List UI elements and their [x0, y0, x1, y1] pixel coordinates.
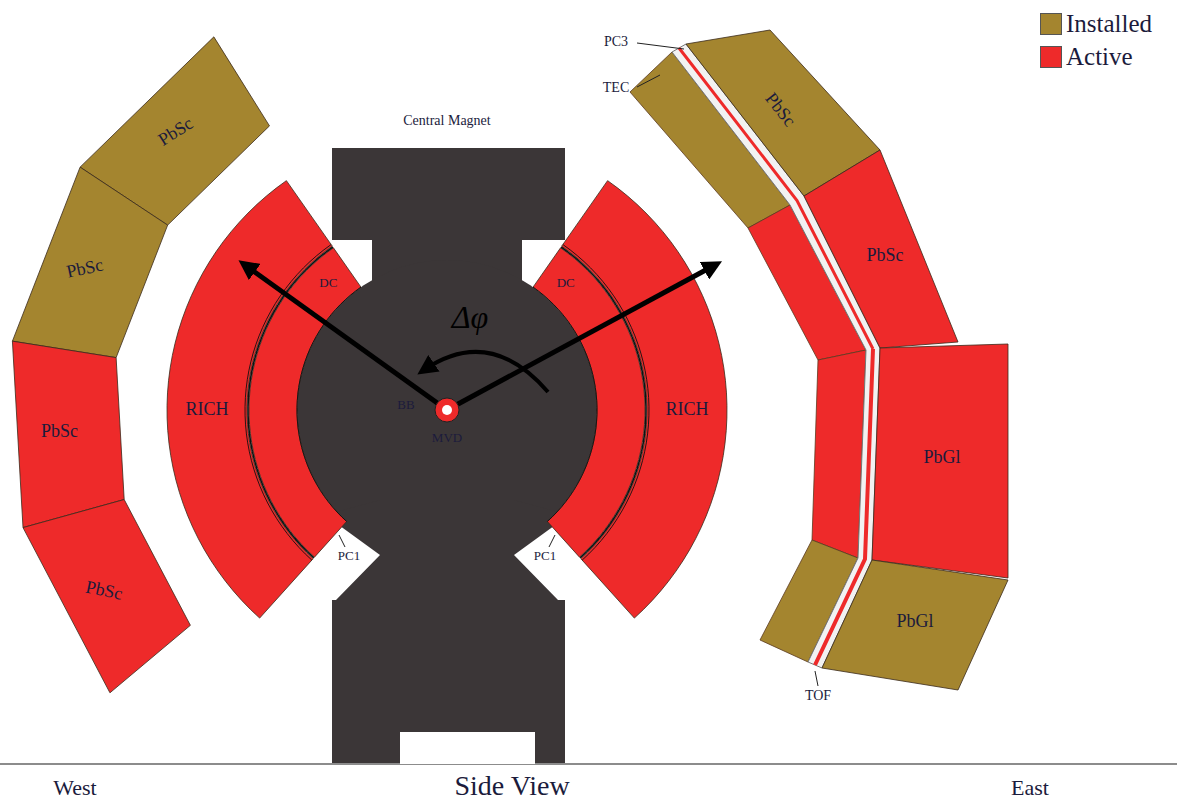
chamber-arc [563, 245, 649, 561]
legend-swatch [1040, 13, 1062, 35]
angle-label: Δφ [452, 300, 488, 335]
leader-line [637, 43, 684, 49]
part-label: BB [397, 398, 414, 412]
detector-label: PbSc [41, 422, 78, 442]
part-label: PC3 [604, 34, 628, 49]
leader-line [815, 671, 818, 686]
pc1-arc [248, 247, 333, 558]
tec-segment [812, 350, 866, 558]
chamber-arc [533, 287, 597, 521]
part-label: PC1 [534, 549, 556, 563]
central-magnet: Central Magnet [297, 148, 598, 764]
view-title: Side View [454, 771, 569, 802]
delta-phi-arrow [424, 352, 548, 392]
detector-label: PbGl [896, 612, 933, 632]
track-arrow [447, 265, 715, 410]
ground-line [0, 763, 1177, 765]
side-label: West [53, 776, 96, 800]
track-arrow [245, 265, 447, 410]
part-label: PC1 [338, 549, 360, 563]
beam-pipe-core [442, 405, 452, 415]
part-label: TEC [603, 80, 629, 95]
pbsc-sector: PbSc [804, 150, 958, 348]
detector-label: RICH [665, 400, 708, 420]
legend-text: Active [1066, 43, 1133, 71]
central-magnet-outline [297, 148, 598, 764]
pbgl-sector: PbGl [872, 344, 1008, 578]
pbgl-sector: PbGl [822, 560, 1008, 690]
pbsc-sector: PbSc [23, 499, 191, 693]
leader-line [549, 535, 555, 547]
leader-line [339, 535, 345, 547]
detector-label: DC [557, 276, 575, 290]
pc1-arc [561, 247, 646, 558]
magnet-heading: Central Magnet [402, 113, 492, 128]
pbsc-sector: PbSc [12, 341, 125, 528]
beam-pipe [435, 398, 459, 422]
chamber-arc [297, 287, 361, 521]
drift-chamber-outline [249, 247, 361, 558]
detector-label: PbSc [866, 246, 903, 266]
leader-line [637, 75, 660, 87]
part-label: TOF [805, 688, 831, 703]
rich-detector: RICH [561, 180, 727, 619]
legend-text: Installed [1066, 10, 1152, 38]
chamber-arc [245, 245, 331, 561]
detector-label: PbGl [923, 448, 960, 468]
pbsc-sector: PbSc [12, 167, 168, 358]
detector-label: RICH [185, 400, 228, 420]
side-label: East [1011, 776, 1049, 800]
part-label: MVD [432, 431, 462, 445]
drift-chamber: DC [249, 247, 361, 558]
legend-swatch [1040, 46, 1062, 68]
detector-label: DC [319, 276, 337, 290]
